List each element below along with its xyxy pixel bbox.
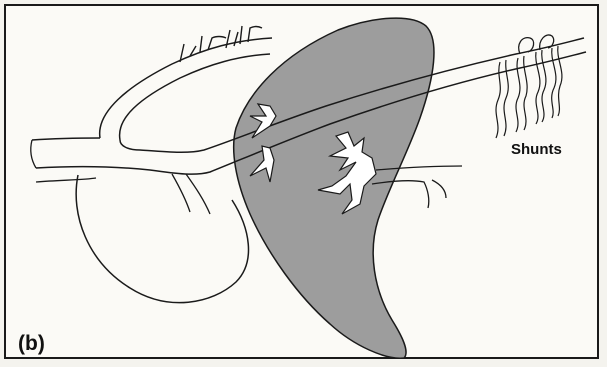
- shunt-vessel-3: [536, 50, 546, 124]
- descending-branch: [172, 174, 210, 214]
- left-organ-outline: [76, 175, 248, 303]
- left-branch: [31, 140, 96, 182]
- panel-label: (b): [18, 333, 45, 354]
- shunts-label: Shunts: [511, 142, 562, 157]
- shunt-vessel-4: [552, 46, 562, 118]
